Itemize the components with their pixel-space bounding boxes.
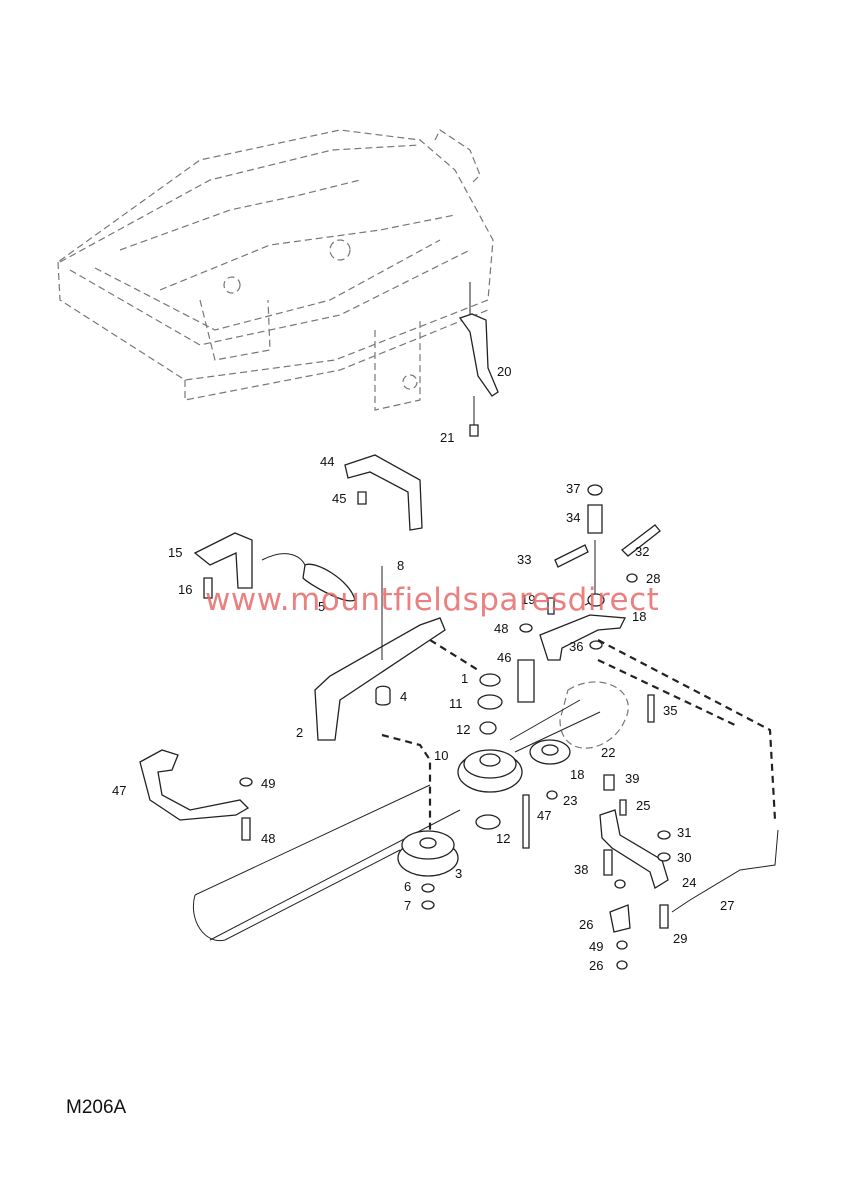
callout-45: 47 <box>112 783 126 798</box>
callout-38: 38 <box>574 862 588 877</box>
callout-34: 34 <box>566 510 580 525</box>
callout-48: 49 <box>589 939 603 954</box>
callout-44: 48 <box>494 621 508 636</box>
pulley-stack <box>457 673 523 830</box>
tension-bracket-18 <box>539 484 661 723</box>
control-rod-assembly <box>599 774 779 970</box>
callout-35: 35 <box>663 703 677 718</box>
callout-10: 10 <box>434 748 448 763</box>
callout-12a: 11 <box>449 696 463 711</box>
callout-15: 20 <box>497 364 511 379</box>
callout-labels: 20 21 44 45 37 34 15 16 8 5 33 32 28 19 … <box>112 364 734 973</box>
callout-32: 32 <box>635 544 649 559</box>
bracket-40 <box>344 454 423 531</box>
callout-1: 1 <box>461 671 468 686</box>
callout-30: 30 <box>677 850 691 865</box>
callout-7: 7 <box>404 898 411 913</box>
callout-20: 22 <box>601 745 615 760</box>
callout-46: 48 <box>261 831 275 846</box>
callout-11: 12 <box>456 722 470 737</box>
callout-2: 2 <box>296 725 303 740</box>
callout-14: 16 <box>178 582 192 597</box>
callout-43: 47 <box>537 808 551 823</box>
callout-23: 24 <box>682 875 696 890</box>
callout-37: 37 <box>566 481 580 496</box>
engine-pulley <box>509 681 629 800</box>
callout-42: 46 <box>497 650 511 665</box>
callout-3: 3 <box>455 866 462 881</box>
pulley-3 <box>397 830 459 910</box>
callout-33: 33 <box>517 552 531 567</box>
bracket-13 <box>193 532 356 602</box>
callout-5: 5 <box>318 599 325 614</box>
idler-arm-2 <box>314 566 446 741</box>
callout-47: 49 <box>261 776 275 791</box>
callout-28: 28 <box>646 571 660 586</box>
callout-19: 18 <box>570 767 584 782</box>
bracket-45 <box>139 749 253 841</box>
callout-25: 25 <box>636 798 650 813</box>
callout-40: 44 <box>320 454 334 469</box>
callout-29: 29 <box>673 931 687 946</box>
callout-26: 26 <box>589 958 603 973</box>
callout-4: 4 <box>400 689 407 704</box>
diagram-code: M206A <box>66 1097 127 1118</box>
callout-16: 21 <box>440 430 454 445</box>
callout-21: 19 <box>521 592 535 607</box>
callout-27: 27 <box>720 898 734 913</box>
spacer-42 <box>517 623 535 849</box>
callout-13: 15 <box>168 545 182 560</box>
bracket-15 <box>458 282 499 437</box>
callout-8: 8 <box>397 558 404 573</box>
callout-22: 23 <box>563 793 577 808</box>
callout-18: 18 <box>632 609 646 624</box>
drive-belt <box>193 639 777 942</box>
callout-6: 6 <box>404 879 411 894</box>
callout-31: 31 <box>677 825 691 840</box>
callout-41: 45 <box>332 491 346 506</box>
callout-24: 26 <box>579 917 593 932</box>
callout-36: 36 <box>569 639 583 654</box>
chassis-frame <box>57 129 494 411</box>
callout-12b: 12 <box>496 831 510 846</box>
watermark-text: www.mountfieldsparesdirect <box>205 582 660 618</box>
callout-39: 39 <box>625 771 639 786</box>
